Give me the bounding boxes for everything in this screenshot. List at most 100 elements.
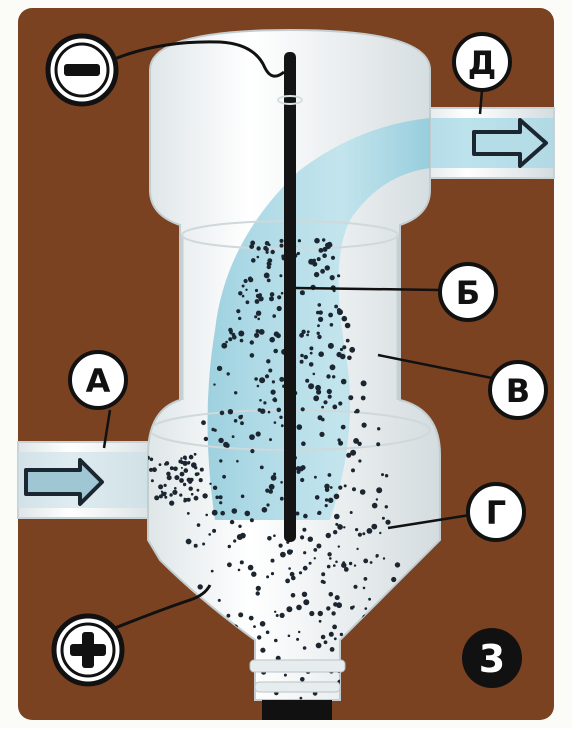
dust-particle	[212, 510, 218, 516]
dust-particle	[346, 339, 350, 343]
dust-particle	[323, 400, 327, 404]
dust-particle	[363, 587, 366, 590]
dust-particle	[338, 401, 342, 405]
dust-particle	[343, 526, 345, 528]
dust-particle	[279, 416, 282, 419]
dust-particle	[187, 512, 190, 515]
dust-particle	[321, 635, 326, 640]
dust-particle	[314, 557, 316, 559]
dust-particle	[212, 529, 216, 533]
dust-particle	[188, 480, 192, 484]
dust-particle	[179, 478, 184, 483]
dust-particle	[211, 428, 214, 431]
dust-particle	[327, 242, 332, 247]
dust-particle	[300, 677, 305, 682]
dust-particle	[242, 285, 245, 288]
dust-particle	[317, 332, 320, 335]
dust-particle	[300, 478, 304, 482]
dust-particle	[318, 611, 323, 616]
dust-particle	[334, 305, 338, 309]
dust-particle	[303, 566, 308, 571]
dust-particle	[225, 341, 228, 344]
dust-particle	[197, 489, 200, 492]
dust-particle	[337, 438, 340, 441]
dust-particle	[300, 354, 304, 358]
minus-icon	[64, 64, 100, 76]
dust-particle	[194, 466, 197, 469]
dust-particle	[258, 408, 262, 412]
dust-particle	[184, 458, 186, 460]
dust-particle	[385, 474, 388, 477]
dust-particle	[179, 494, 182, 497]
dust-particle	[355, 409, 360, 414]
dust-particle	[328, 313, 333, 318]
dust-particle	[285, 579, 290, 584]
dust-particle	[189, 455, 194, 460]
dust-particle	[180, 457, 182, 459]
dust-particle	[309, 362, 314, 367]
dust-particle	[253, 625, 256, 628]
dust-particle	[333, 564, 336, 567]
dust-particle	[228, 337, 232, 341]
dust-particle	[385, 505, 388, 508]
dust-particle	[303, 551, 306, 554]
dust-particle	[296, 638, 299, 641]
dust-particle	[318, 351, 324, 357]
dust-particle	[204, 437, 208, 441]
dust-particle	[300, 360, 304, 364]
dust-particle	[194, 544, 198, 548]
dust-particle	[358, 459, 361, 462]
label-a-text: А	[86, 362, 111, 400]
dust-particle	[322, 238, 325, 241]
dust-particle	[379, 532, 381, 534]
dust-particle	[376, 487, 382, 493]
dust-particle	[217, 366, 222, 371]
dust-particle	[259, 399, 262, 402]
dust-particle	[325, 504, 328, 507]
dust-particle	[250, 518, 254, 522]
dust-particle	[259, 296, 264, 301]
plus-terminal	[54, 616, 122, 684]
dust-particle	[367, 528, 373, 534]
dust-particle	[327, 552, 331, 556]
dust-particle	[362, 423, 367, 428]
dust-particle	[377, 427, 380, 430]
dust-particle	[372, 503, 378, 509]
dust-particle	[246, 300, 250, 304]
dust-particle	[308, 383, 314, 389]
dust-particle	[256, 246, 260, 250]
dust-particle	[298, 631, 300, 633]
dust-particle	[257, 256, 260, 259]
dust-particle	[238, 525, 241, 528]
dust-particle	[330, 275, 335, 280]
dust-particle	[319, 310, 323, 314]
dust-particle	[341, 425, 346, 430]
dust-particle	[256, 586, 261, 591]
dust-particle	[296, 466, 301, 471]
dust-particle	[391, 577, 396, 582]
dust-particle	[169, 501, 174, 506]
dust-particle	[328, 395, 332, 399]
dust-particle	[227, 562, 232, 567]
dust-particle	[259, 329, 265, 335]
dust-particle	[306, 334, 309, 337]
figure-number-badge: 3	[462, 628, 522, 688]
dust-particle	[381, 473, 384, 476]
dust-particle	[219, 495, 223, 499]
dust-particle	[215, 496, 219, 500]
dust-particle	[302, 592, 307, 597]
dust-particle	[300, 535, 304, 539]
dust-particle	[249, 434, 255, 440]
dust-particle	[198, 584, 203, 589]
figure-number-text: 3	[479, 637, 505, 681]
dust-particle	[357, 442, 361, 446]
dust-particle	[286, 606, 292, 612]
dust-particle	[309, 346, 313, 350]
dust-particle	[330, 486, 333, 489]
dust-particle	[220, 511, 225, 516]
dust-particle	[297, 424, 303, 430]
dust-particle	[348, 395, 353, 400]
label-g: Г	[468, 484, 524, 540]
dust-particle	[314, 238, 320, 244]
